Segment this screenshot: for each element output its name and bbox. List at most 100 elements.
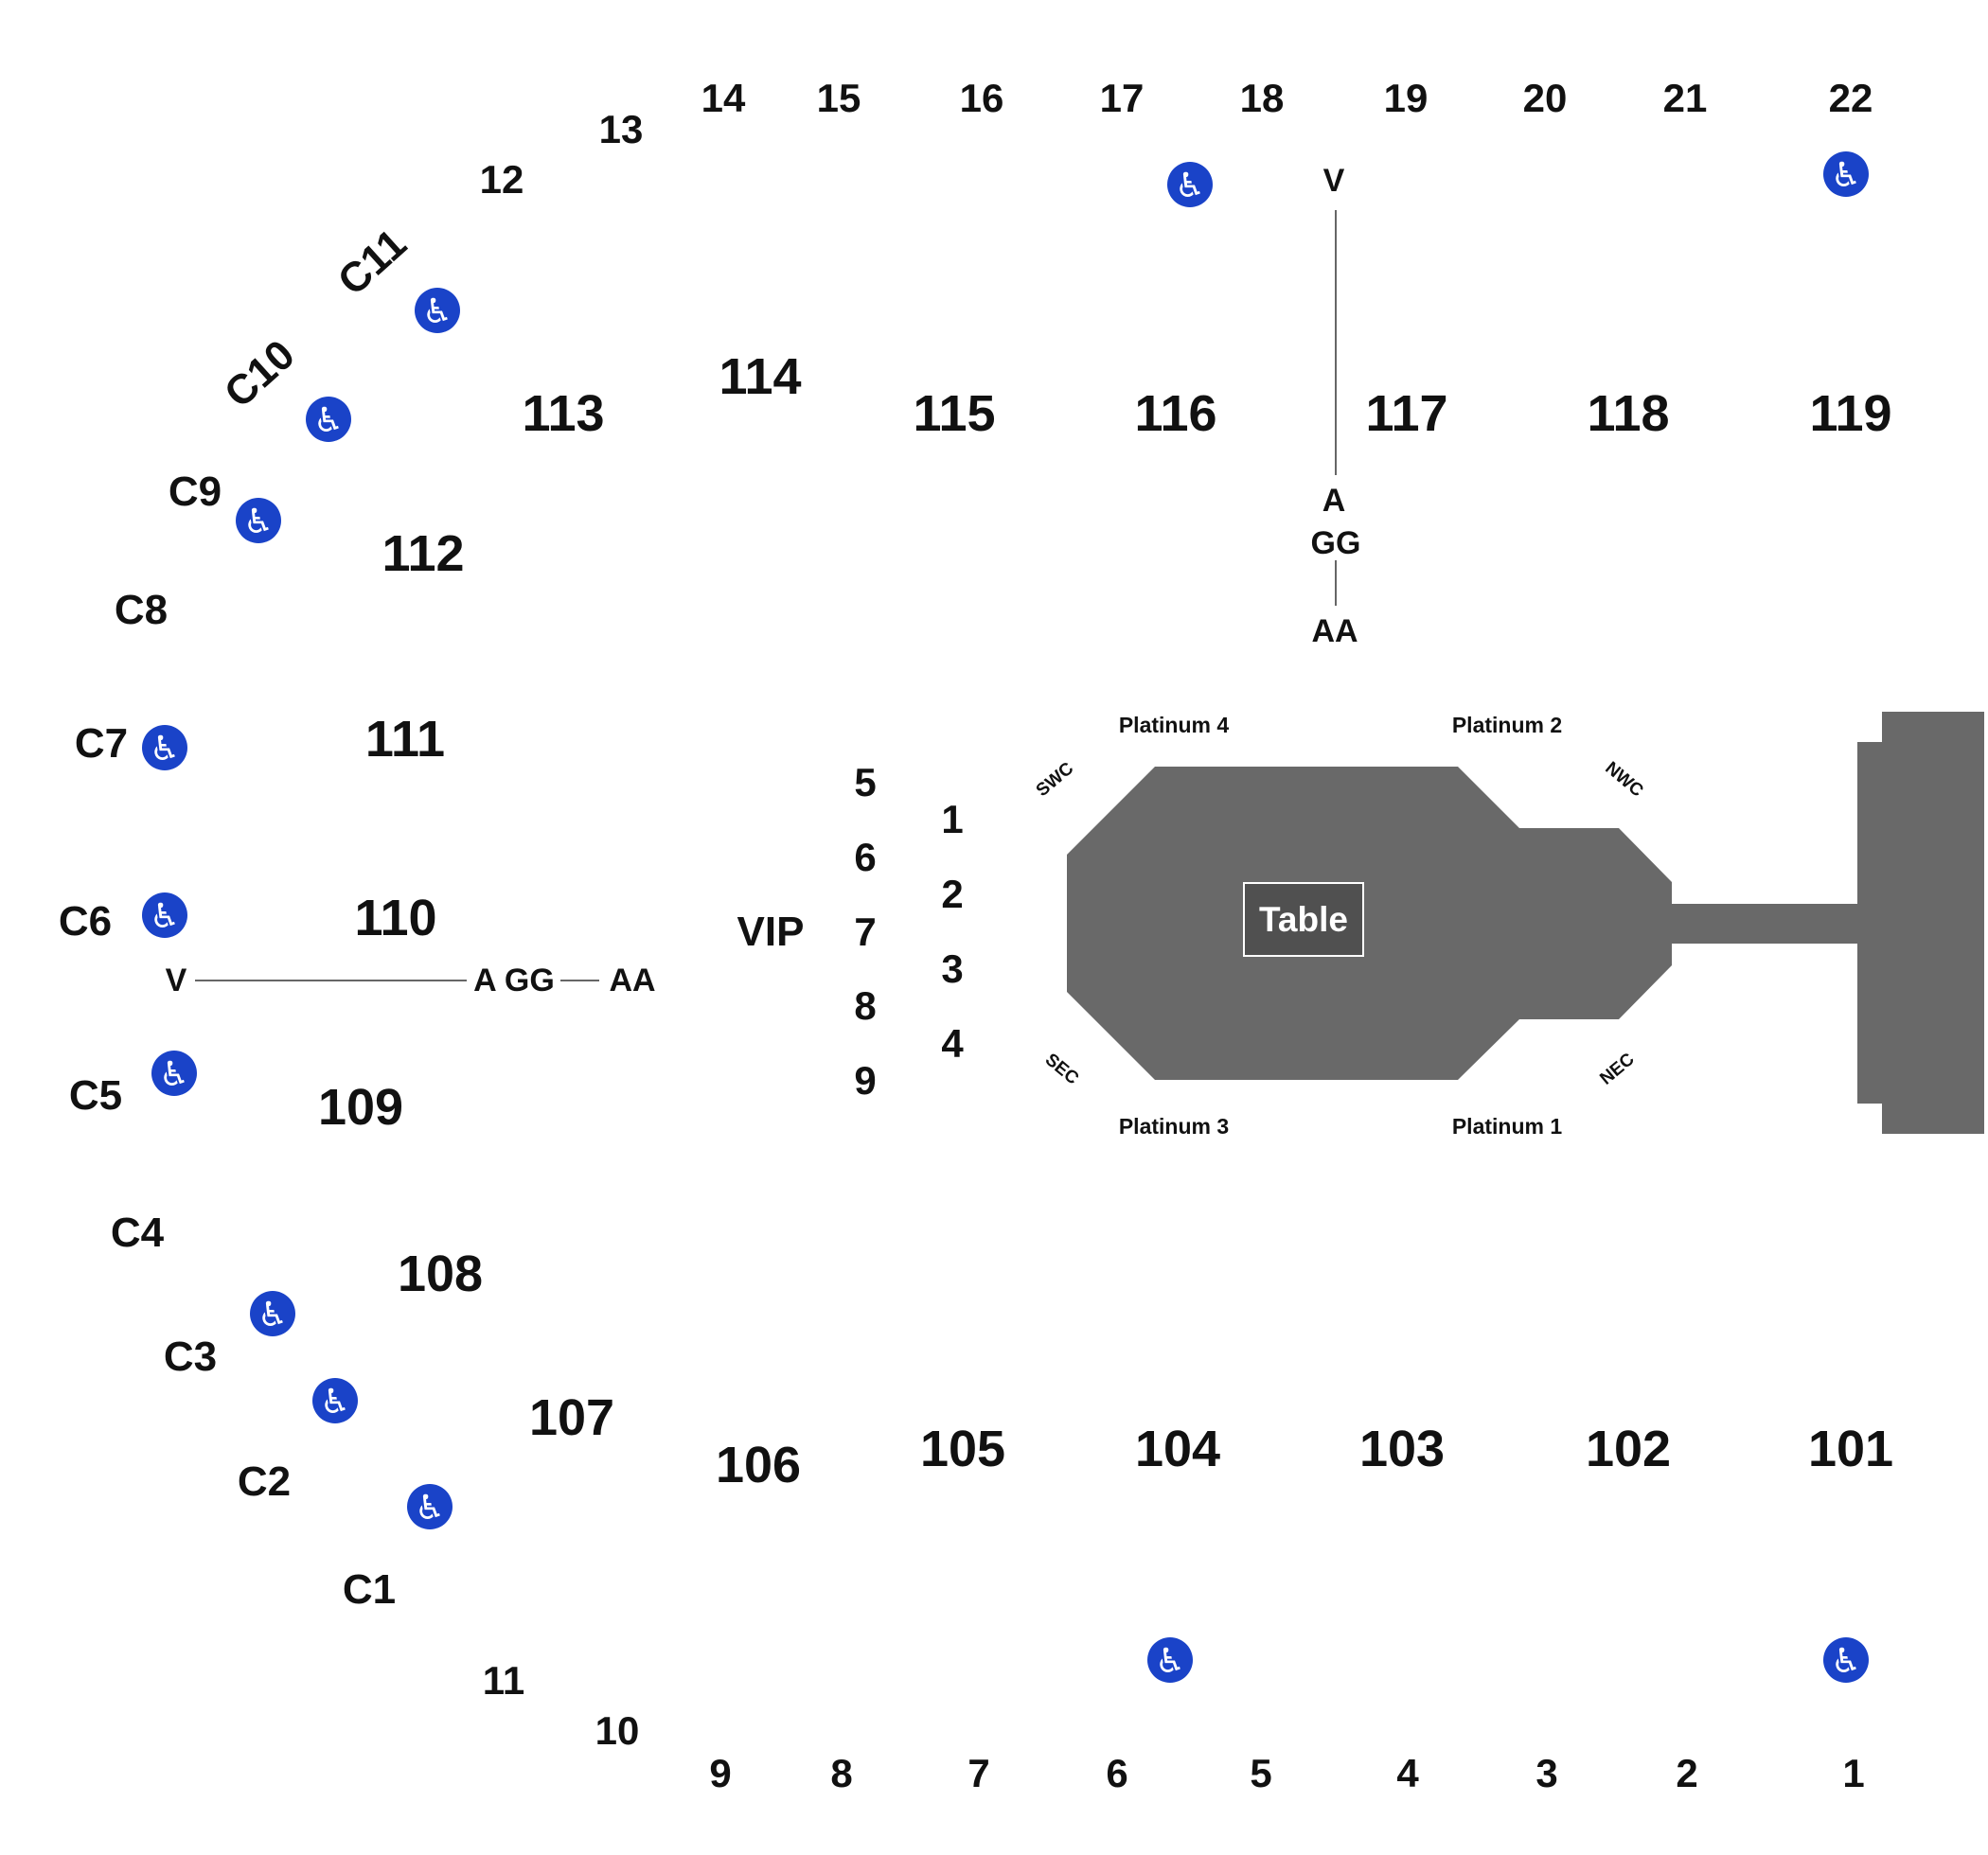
section-4[interactable]: 4 [1396, 1751, 1419, 1795]
section-16[interactable]: 16 [960, 76, 1004, 120]
wheelchair-icon[interactable]: ♿ [151, 1051, 197, 1096]
svg-text:♿: ♿ [320, 1383, 350, 1422]
section-8[interactable]: 8 [830, 1751, 852, 1795]
section-116[interactable]: 116 [1134, 385, 1216, 442]
svg-text:♿: ♿ [1155, 1642, 1185, 1681]
section-9[interactable]: 9 [709, 1751, 731, 1795]
svg-text:♿: ♿ [257, 1296, 288, 1334]
section-c7[interactable]: C7 [75, 720, 128, 767]
vip-section-9[interactable]: 9 [854, 1058, 876, 1103]
section-c6[interactable]: C6 [59, 898, 112, 945]
platinum-labels: Platinum 4 Platinum 2 Platinum 3 Platinu… [1119, 713, 1563, 1139]
corner-nec[interactable]: NEC [1596, 1050, 1638, 1089]
vip-label[interactable]: VIP [737, 909, 805, 955]
platinum-4[interactable]: Platinum 4 [1119, 713, 1230, 737]
section-19[interactable]: 19 [1384, 76, 1429, 120]
wheelchair-icon[interactable]: ♿ [236, 498, 281, 543]
section-12[interactable]: 12 [480, 157, 524, 202]
section-104[interactable]: 104 [1135, 1421, 1220, 1477]
section-c11[interactable]: C11 [329, 221, 416, 305]
vip-section-2[interactable]: 2 [941, 872, 963, 916]
wheelchair-icon[interactable]: ♿ [250, 1291, 295, 1336]
row-markers-north: V A GG AA [1311, 163, 1361, 649]
wheelchair-icon[interactable]: ♿ [142, 892, 187, 938]
section-109[interactable]: 109 [318, 1079, 403, 1136]
corner-nwc[interactable]: NWC [1601, 758, 1646, 801]
section-17[interactable]: 17 [1100, 76, 1145, 120]
section-15[interactable]: 15 [817, 76, 861, 120]
vip-section-6[interactable]: 6 [854, 835, 876, 879]
vip-section-1[interactable]: 1 [941, 797, 963, 841]
section-2[interactable]: 2 [1676, 1751, 1697, 1795]
section-108[interactable]: 108 [398, 1246, 483, 1302]
vip-section-8[interactable]: 8 [854, 983, 876, 1028]
svg-text:♿: ♿ [243, 503, 274, 541]
svg-text:♿: ♿ [1831, 156, 1861, 195]
wheelchair-icon[interactable]: ♿ [1167, 162, 1213, 207]
section-c2[interactable]: C2 [238, 1458, 291, 1505]
section-110[interactable]: 110 [354, 890, 436, 946]
section-105[interactable]: 105 [920, 1421, 1005, 1477]
section-101[interactable]: 101 [1808, 1421, 1893, 1477]
wheelchair-icon[interactable]: ♿ [1823, 151, 1869, 197]
table[interactable] [1243, 882, 1364, 957]
row-a-gg-west: A GG [473, 963, 555, 998]
vip-section-4[interactable]: 4 [941, 1021, 964, 1066]
corner-sec[interactable]: SEC [1041, 1050, 1083, 1088]
section-1[interactable]: 1 [1842, 1751, 1864, 1795]
section-103[interactable]: 103 [1359, 1421, 1445, 1477]
section-18[interactable]: 18 [1240, 76, 1285, 120]
vip-section-5[interactable]: 5 [854, 760, 876, 804]
lower-sections-north: 113 114 115 116 117 118 119 [522, 348, 1891, 442]
section-111[interactable]: 111 [365, 711, 445, 768]
vip-section-7[interactable]: 7 [854, 910, 876, 954]
section-7[interactable]: 7 [967, 1751, 989, 1795]
section-106[interactable]: 106 [716, 1437, 801, 1493]
section-22[interactable]: 22 [1829, 76, 1873, 120]
platinum-1[interactable]: Platinum 1 [1452, 1114, 1563, 1139]
section-c4[interactable]: C4 [111, 1210, 165, 1256]
section-113[interactable]: 113 [522, 385, 604, 442]
section-114[interactable]: 114 [719, 348, 801, 405]
section-3[interactable]: 3 [1535, 1751, 1557, 1795]
table-label: Table [1259, 900, 1348, 939]
platinum-2[interactable]: Platinum 2 [1452, 713, 1562, 737]
wheelchair-icon[interactable]: ♿ [312, 1378, 358, 1423]
section-115[interactable]: 115 [913, 385, 995, 442]
section-20[interactable]: 20 [1523, 76, 1568, 120]
section-107[interactable]: 107 [529, 1389, 614, 1446]
row-v-west: V [166, 963, 187, 998]
section-117[interactable]: 117 [1365, 385, 1447, 442]
section-c8[interactable]: C8 [115, 587, 168, 633]
section-112[interactable]: 112 [382, 525, 464, 582]
section-c1[interactable]: C1 [343, 1566, 396, 1613]
section-102[interactable]: 102 [1586, 1421, 1671, 1477]
wheelchair-icon[interactable]: ♿ [407, 1484, 453, 1529]
section-119[interactable]: 119 [1809, 385, 1891, 442]
section-11[interactable]: 11 [483, 1658, 524, 1703]
upper-sections-top: 13 14 15 16 17 18 19 20 21 22 12 [480, 76, 1873, 202]
wheelchair-icon[interactable]: ♿ [1823, 1637, 1869, 1683]
vip-sections: VIP 5 6 7 8 9 1 2 3 4 [737, 760, 965, 1103]
section-6[interactable]: 6 [1106, 1751, 1127, 1795]
section-14[interactable]: 14 [701, 76, 746, 120]
vip-section-3[interactable]: 3 [941, 946, 963, 991]
corner-swc[interactable]: SWC [1033, 758, 1078, 801]
svg-text:♿: ♿ [1831, 1642, 1861, 1681]
section-c10[interactable]: C10 [216, 331, 304, 416]
wheelchair-icon[interactable]: ♿ [1147, 1637, 1193, 1683]
section-13[interactable]: 13 [599, 107, 644, 151]
section-10[interactable]: 10 [595, 1708, 640, 1753]
section-c3[interactable]: C3 [164, 1334, 217, 1380]
platinum-3[interactable]: Platinum 3 [1119, 1114, 1229, 1139]
section-c9[interactable]: C9 [169, 468, 222, 515]
accessible-seating: ♿ ♿ ♿ ♿ ♿ ♿ ♿ ♿ ♿ ♿ ♿ ♿ ♿ [142, 151, 1869, 1683]
section-c5[interactable]: C5 [69, 1072, 122, 1119]
wheelchair-icon[interactable]: ♿ [142, 725, 187, 770]
wheelchair-icon[interactable]: ♿ [306, 397, 351, 442]
section-5[interactable]: 5 [1250, 1751, 1271, 1795]
wheelchair-icon[interactable]: ♿ [415, 288, 460, 333]
section-118[interactable]: 118 [1587, 385, 1669, 442]
row-aa-north: AA [1311, 613, 1358, 649]
section-21[interactable]: 21 [1663, 76, 1708, 120]
